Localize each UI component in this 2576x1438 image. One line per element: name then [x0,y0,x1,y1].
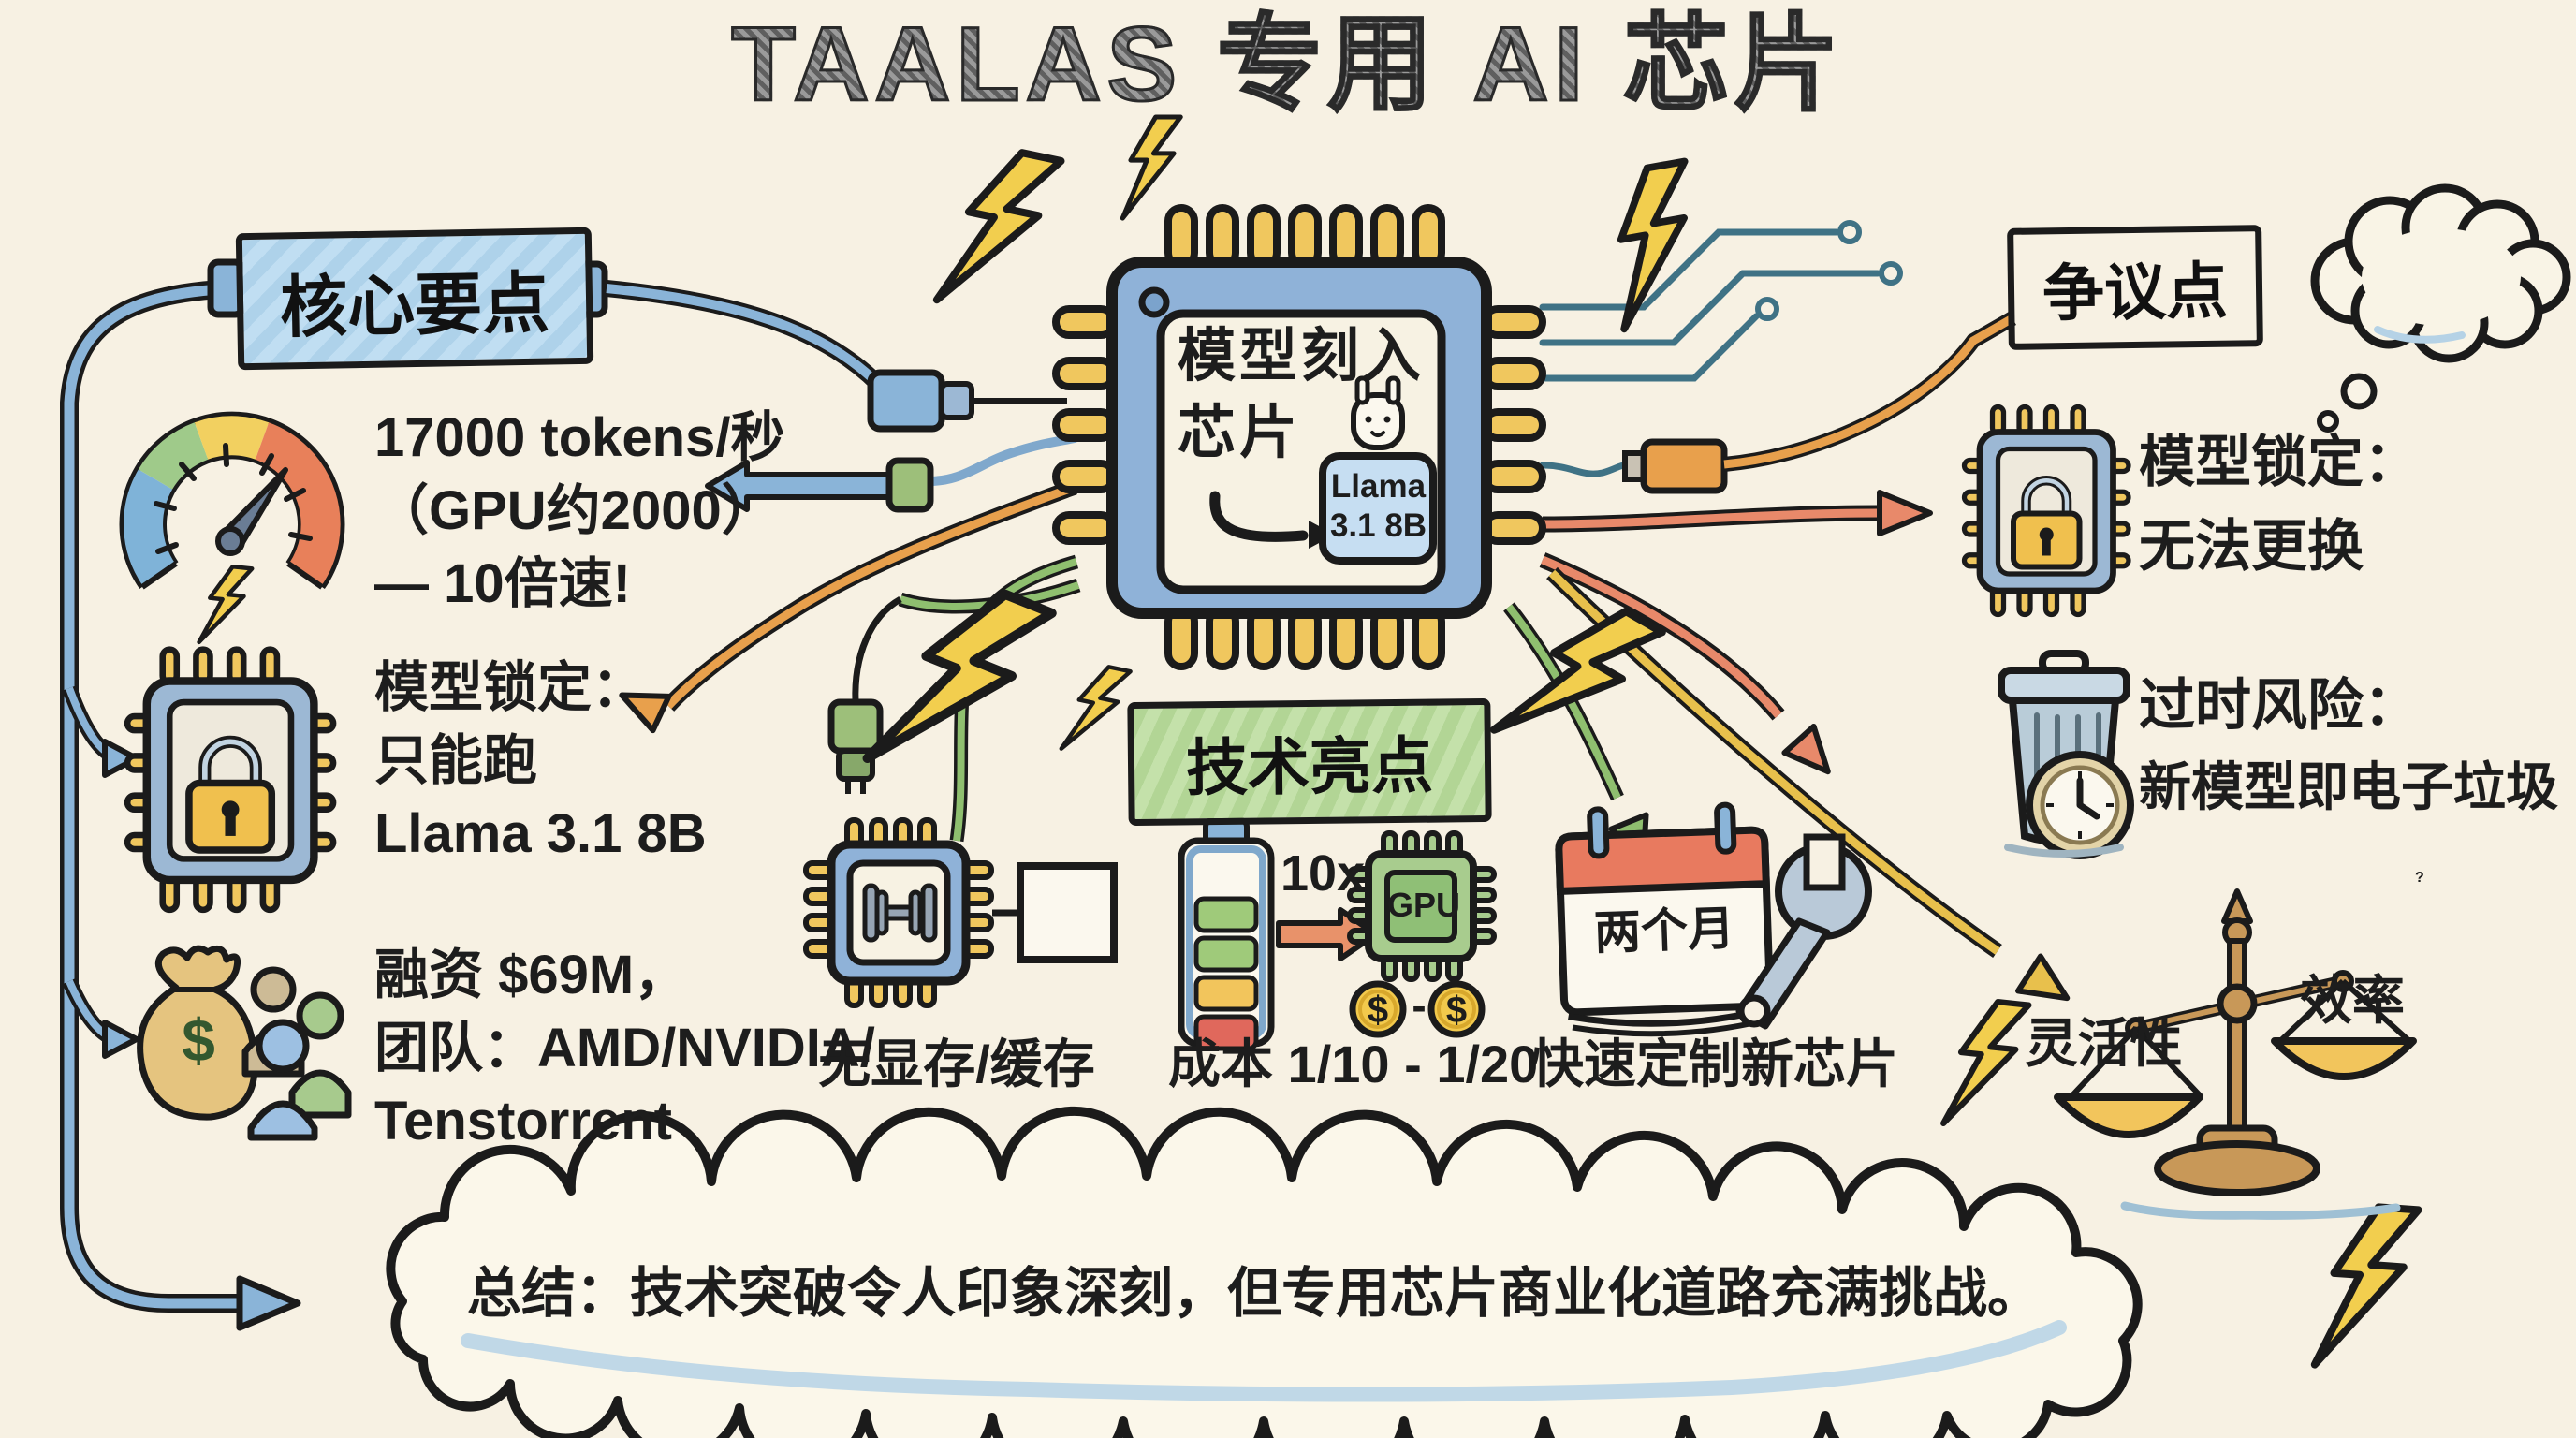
coin-dollar-1: $ [1367,990,1389,1031]
balance-scale-icon [2054,888,2417,1220]
circuit-traces [1539,220,1903,477]
core-item-funding-line1: 融资 $69M， [374,945,689,1005]
core-item-lock-line2: 只能跑 [374,730,538,791]
center-chip-icon [1052,204,1546,670]
summary-cloud [386,1106,2143,1438]
core-item-speed-line2: （GPU约2000） [374,480,776,541]
calendar-wrench-icon [1555,801,1872,1037]
gpu-chip-label: GPU [1387,886,1461,924]
highlight-caption-memory: 无显存/缓存 [818,1034,1095,1093]
label-to-chip-cable [606,280,1067,433]
core-connector-line [60,258,608,1331]
thought-bubble [2310,183,2571,433]
coin-separator: - [1412,981,1427,1030]
multiplier-text: 10x [1281,845,1366,902]
chip-title-line2: 芯片 [1178,401,1302,465]
controversy-obsolete-line2: 新模型即电子垃圾 [2139,757,2558,816]
highlight-caption-cost: 成本 1/10 - 1/20 [1168,1034,1539,1093]
funding-team-icon [137,945,352,1141]
money-bag-dollar: $ [182,1006,215,1074]
speedometer-icon [119,411,345,647]
controversy-lock-line2: 无法更换 [2139,515,2364,578]
question-mark: ? [2415,870,2424,886]
chip-model-line1: Llama [1330,468,1427,505]
core-item-lock-line3: Llama 3.1 8B [374,803,707,864]
obsolete-trash-icon [1998,650,2134,859]
usb-cable-to-controversy [1622,312,2016,494]
controversy-lock-line1: 模型锁定： [2139,431,2420,493]
chip-model-line2: 3.1 8B [1329,507,1427,544]
chip-title-line1: 模型刻入 [1178,324,1426,389]
speed-arrow [705,433,1079,513]
red-arrow-to-trash [1539,552,1831,775]
locked-chip-icon [127,650,333,910]
page-title: TAALAS 专用 AI 芯片 [0,7,2576,120]
highlight-caption-custom: 快速定制新芯片 [1531,1034,1898,1093]
core-item-speed-line3: — 10倍速! [374,553,631,614]
highlights-section-label-text: 技术亮点 [1185,730,1434,803]
core-section-label-text: 核心要点 [279,265,550,346]
summary-text: 总结：技术突破令人印象深刻，但专用芯片商业化道路充满挑战。 [466,1263,2042,1324]
controversy-obsolete-line1: 过时风险： [2139,674,2420,737]
controversy-section-label: 争议点 [2007,225,2263,350]
core-item-lock-line1: 模型锁定： [374,657,647,718]
orange-cable-left [619,479,1077,734]
llama-icon [1351,375,1405,450]
core-item-funding-line2: 团队：AMD/NVIDIA/ [374,1018,875,1078]
coin-dollar-2: $ [1445,990,1468,1031]
wrench-icon [1735,833,1872,1030]
core-section-label: 核心要点 [235,227,594,371]
core-item-speed-line1: 17000 tokens/秒 [374,407,785,468]
core-item-funding-line3: Tenstorrent [374,1091,672,1152]
calendar-label: 两个月 [1593,902,1735,960]
locked-chip-icon-right [1965,407,2130,615]
controversy-section-label-text: 争议点 [2042,256,2229,329]
highlights-section-label: 技术亮点 [1127,697,1492,827]
red-arrow-to-lock [1542,490,1933,536]
green-cable-plug [827,578,1081,794]
no-vram-icon [803,817,1118,1008]
scale-right-pan-label: 效率 [2300,971,2405,1030]
scale-left-pan-label: 灵活性 [2025,1014,2183,1073]
cost-icon [1178,817,1497,1051]
